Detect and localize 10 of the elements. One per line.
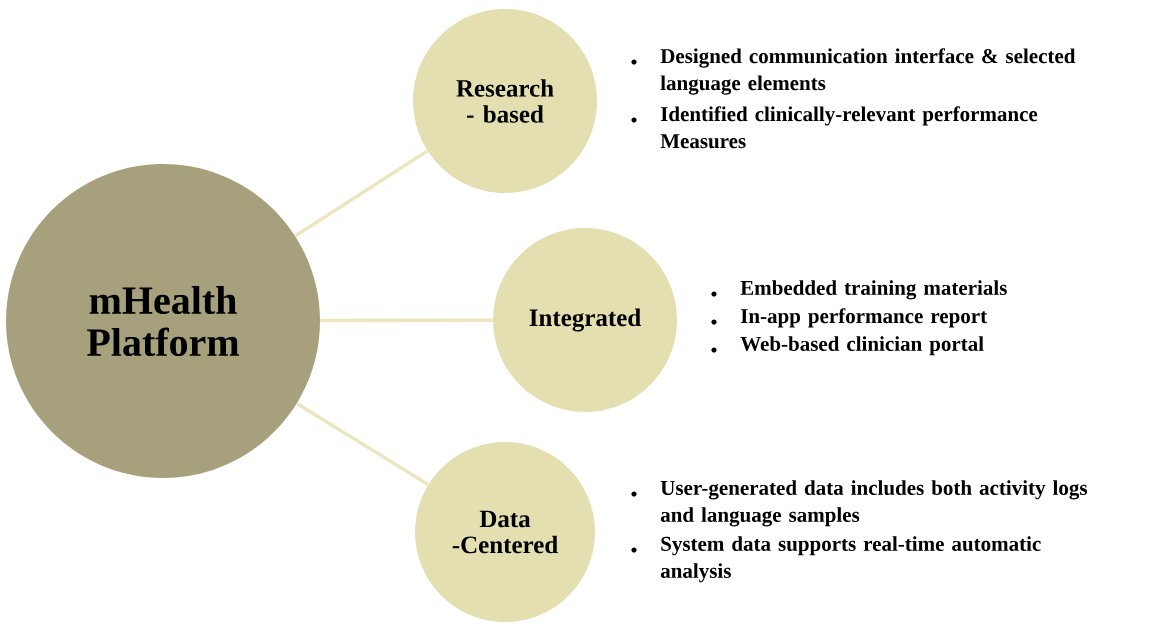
bullet-text: System data supports real-time automatic analysis (660, 536, 1041, 583)
bullet-text: Web-based clinician portal (740, 336, 984, 356)
bullet-text: Designed communication interface & selected language elements (660, 48, 1076, 95)
bullet-text: Embedded training materials (740, 280, 1007, 300)
bullet-text: In-app performance report (740, 308, 988, 328)
connector-line (294, 149, 429, 238)
connector-line (295, 402, 430, 487)
bullet-text: User-generated data includes both activity logs and language samples (660, 480, 1088, 527)
bullet-text: Identified clinically-relevant performance Measures (660, 106, 1038, 149)
connector-line (320, 318, 493, 323)
